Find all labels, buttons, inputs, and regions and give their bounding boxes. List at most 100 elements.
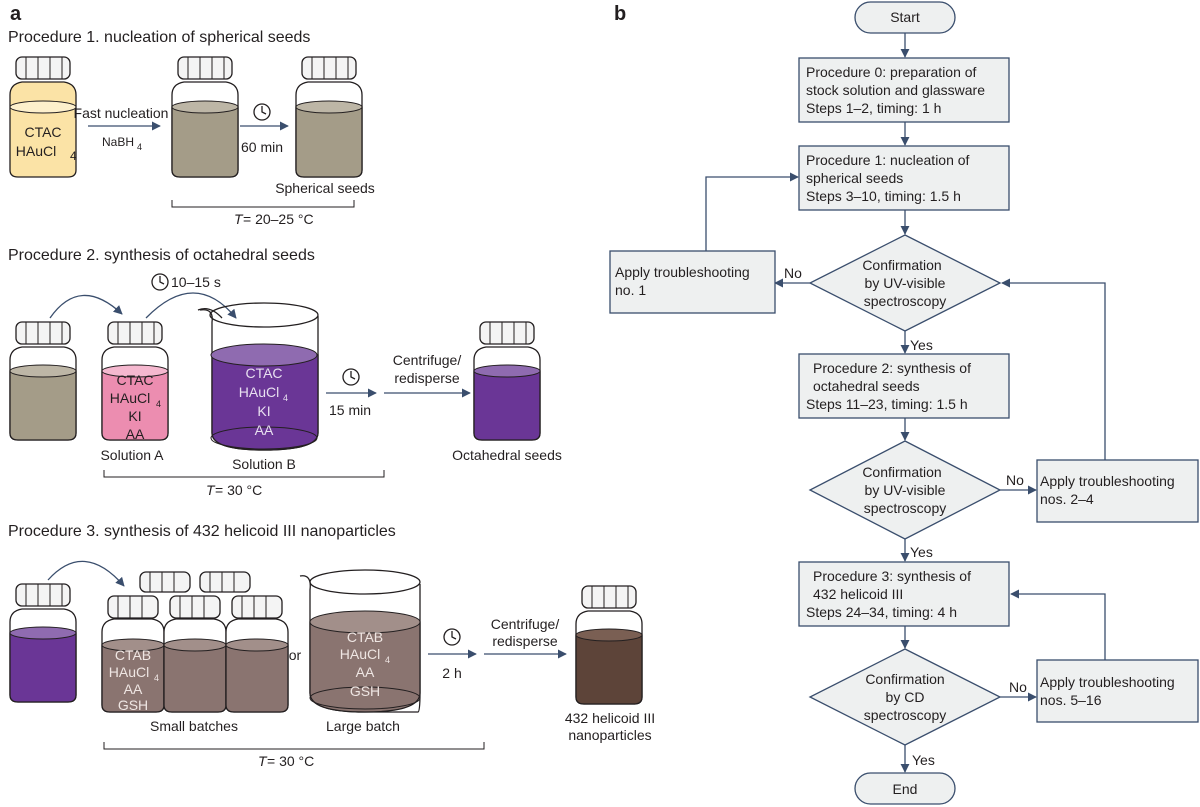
panel-b-letter: b [614, 3, 626, 25]
sol-a-name: Solution A [100, 447, 164, 463]
decision1-line2: by UV-visible [865, 275, 946, 291]
p2-product: Octahedral seeds [452, 447, 562, 463]
decision3-no-label: No [1009, 679, 1027, 695]
end-label: End [893, 781, 918, 797]
panel-a-letter: a [10, 3, 22, 25]
troubleshoot1-box [609, 250, 776, 314]
sol-a-label-4: AA [126, 426, 145, 442]
decision3-yes-label: Yes [912, 752, 935, 768]
p1-arrow-bottom-sub: 4 [137, 142, 142, 152]
proc3-line1: Procedure 3: synthesis of [813, 568, 971, 584]
procedure3-box [798, 561, 1010, 627]
trouble2-line2: nos. 2–4 [1040, 491, 1094, 507]
proc1-line2: spherical seeds [806, 170, 903, 186]
p1-product-label: Spherical seeds [275, 180, 375, 196]
clock-icon [443, 628, 461, 646]
p3-temp-value: = 30 °C [267, 753, 314, 769]
decision1-line1: Confirmation [862, 257, 941, 273]
sol-b-label-4: AA [255, 422, 274, 438]
p2-process-1: Centrifuge/ [393, 352, 462, 368]
vial-solution-a [101, 321, 169, 441]
start-label: Start [890, 9, 920, 25]
decision2-line1: Confirmation [862, 464, 941, 480]
vial-small-batch-back-1 [139, 571, 191, 593]
edge-trouble3-proc3 [1010, 589, 1106, 660]
decision2-no-label: No [1006, 472, 1024, 488]
decision2-yes-label: Yes [910, 544, 933, 560]
vial-p3-seed [9, 583, 77, 703]
clock-icon [253, 103, 271, 121]
beaker-solution-b [197, 302, 319, 451]
large-label-3: AA [356, 664, 375, 680]
decision3-line3: spectroscopy [864, 707, 946, 723]
proc1-line3: Steps 3–10, timing: 1.5 h [806, 188, 961, 204]
procedure2-box [798, 353, 1010, 419]
large-label-2: HAuCl [340, 646, 380, 662]
sol-a-label-1: CTAC [116, 372, 153, 388]
proc0-line3: Steps 1–2, timing: 1 h [806, 100, 941, 116]
large-batch-name: Large batch [326, 718, 400, 734]
p3-process-1: Centrifuge/ [491, 616, 560, 632]
sol-b-name: Solution B [232, 456, 296, 472]
vial-helicoid-product [575, 585, 643, 705]
decision3-line2: by CD [886, 689, 925, 705]
vial-small-batch-2 [163, 595, 227, 713]
p3-temp-var: T [258, 753, 268, 769]
trouble1-line1: Apply troubleshooting [615, 264, 750, 280]
vial-small-batch-3 [225, 595, 289, 713]
p2-transfer-arrow-1 [49, 294, 123, 319]
p3-product-1: 432 helicoid III [565, 710, 655, 726]
beaker-large-batch [299, 569, 421, 713]
troubleshoot3-box [1036, 659, 1199, 723]
p2-transfer-time: 10–15 s [171, 274, 221, 290]
trouble3-line2: nos. 5–16 [1040, 692, 1102, 708]
end-node [854, 772, 956, 805]
small-batches-name: Small batches [150, 718, 238, 734]
trouble3-line1: Apply troubleshooting [1040, 674, 1175, 690]
sol-b-label-2: HAuCl [239, 384, 279, 400]
p3-process-2: redisperse [492, 633, 558, 649]
procedure2-title: Procedure 2. synthesis of octahedral see… [8, 247, 315, 264]
sol-a-label-sub: 4 [156, 399, 161, 409]
vial-octahedral-seeds [473, 321, 541, 441]
p1-vial-label-sub: 4 [70, 149, 77, 163]
proc2-line2: octahedral seeds [813, 378, 920, 394]
decision2-line2: by UV-visible [865, 482, 946, 498]
proc1-line1: Procedure 1: nucleation of [806, 152, 970, 168]
edge-trouble1-proc1 [705, 172, 799, 251]
or-label: or [289, 647, 302, 663]
p2-temp-bracket [103, 470, 385, 478]
sol-a-label-2: HAuCl [110, 390, 150, 406]
p3-transfer-arrow [47, 560, 125, 587]
vial-p1-start [9, 56, 77, 178]
small-label-4: GSH [118, 697, 148, 713]
proc0-line2: stock solution and glassware [806, 82, 985, 98]
vial-p1-end [295, 56, 363, 178]
sol-b-label-1: CTAC [245, 365, 282, 381]
p3-temp-bracket [103, 742, 485, 750]
large-label-4: GSH [350, 683, 380, 699]
sol-b-label-sub: 4 [283, 393, 288, 403]
decision1-line3: spectroscopy [864, 293, 946, 309]
small-label-1: CTAB [115, 647, 151, 663]
sol-b-label-3: KI [257, 403, 270, 419]
p1-temp-var: T [234, 211, 244, 227]
p2-temp-value: = 30 °C [215, 482, 262, 498]
p2-time: 15 min [329, 402, 371, 418]
p1-vial-label-hauc: HAuCl [16, 143, 56, 159]
p2-transfer-arrow-2 [145, 292, 237, 319]
small-label-3: AA [124, 681, 143, 697]
proc3-line2: 432 helicoid III [813, 586, 903, 602]
clock-icon [342, 368, 360, 386]
p1-vial-label-ctac: CTAC [24, 124, 61, 140]
procedure1-title: Procedure 1. nucleation of spherical see… [8, 29, 310, 46]
proc3-line3: Steps 24–34, timing: 4 h [806, 604, 957, 620]
p2-temp-var: T [206, 482, 216, 498]
p2-process-2: redisperse [394, 370, 460, 386]
p1-arrow-top-label: Fast nucleation [74, 105, 169, 121]
p1-time: 60 min [241, 139, 283, 155]
vial-small-batch-back-2 [199, 571, 251, 593]
procedure3-title: Procedure 3. synthesis of 432 helicoid I… [8, 523, 396, 540]
small-label-sub: 4 [154, 673, 159, 683]
